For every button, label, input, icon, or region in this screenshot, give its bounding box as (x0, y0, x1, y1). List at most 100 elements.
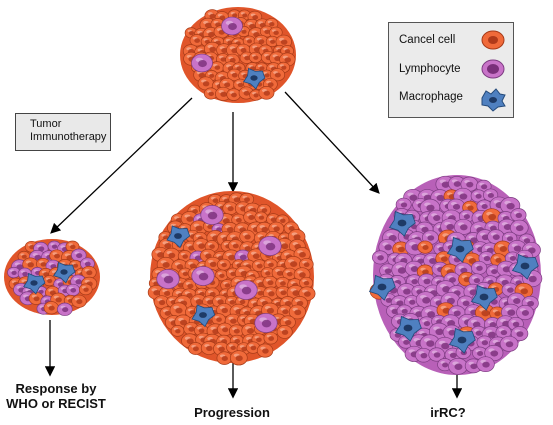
cell (256, 343, 274, 358)
macrophage-cell (191, 304, 216, 328)
macrophage-cell (388, 210, 416, 237)
tumor-response (4, 239, 100, 316)
cell (484, 344, 504, 362)
cell (241, 323, 259, 338)
cell (216, 258, 231, 271)
outcome-response: Response by WHO or RECIST (4, 381, 108, 411)
cell (404, 295, 420, 309)
cell (288, 304, 306, 320)
cell (275, 285, 291, 299)
cell (78, 283, 93, 296)
cell (49, 249, 65, 263)
lymphocyte-cell (254, 313, 278, 333)
macrophage-cell (53, 261, 76, 284)
cell (81, 265, 97, 279)
outcome-progression: Progression (194, 405, 270, 420)
cell (22, 257, 39, 272)
arrow-to-response (50, 97, 193, 234)
cell (471, 260, 488, 275)
cell (71, 294, 87, 308)
tumor-initial (180, 7, 296, 103)
cell (216, 351, 233, 365)
cell (499, 335, 519, 352)
cell (265, 35, 279, 48)
legend-label-lymphocyte: Lymphocyte (399, 63, 461, 75)
cell (448, 357, 468, 375)
cell (378, 238, 397, 255)
lymphocyte-cell (200, 205, 224, 225)
tumor-irrc (368, 175, 543, 375)
cell (476, 335, 493, 350)
cell (254, 211, 268, 224)
cell (470, 189, 486, 203)
cell (269, 68, 286, 82)
macrophage-cell (511, 253, 539, 280)
cell (258, 86, 275, 100)
arrows (44, 91, 463, 399)
cell (460, 176, 479, 192)
cell (200, 341, 218, 355)
cell (478, 251, 495, 266)
cell (510, 219, 529, 236)
lymphocyte-cell (156, 269, 180, 289)
cell (170, 325, 185, 337)
tumor-progression (147, 191, 316, 366)
cell (263, 331, 279, 345)
cell (269, 26, 283, 39)
cell (510, 326, 529, 342)
legend: Cancel cell Lymphocyte Macrophage (388, 22, 514, 118)
cell (284, 256, 303, 272)
cell (276, 325, 293, 339)
lymphocyte-cell (258, 236, 282, 256)
cell (516, 304, 534, 321)
macrophage-cell (394, 315, 422, 342)
legend-icons (481, 30, 506, 112)
outcome-response-line1: Response by (15, 381, 97, 396)
cell (372, 250, 389, 265)
cell (248, 51, 263, 64)
cell (417, 240, 433, 254)
treatment-line2: Immunotherapy (30, 131, 107, 143)
cell (448, 176, 466, 192)
macrophage-cell (448, 327, 476, 354)
cell (217, 322, 233, 337)
macrophage-cell (166, 225, 191, 249)
cell (482, 208, 502, 225)
outcome-irrc: irRC? (430, 405, 466, 420)
cell (71, 248, 87, 262)
cell (197, 76, 214, 91)
cell (510, 208, 527, 222)
macrophage-cell (368, 274, 396, 301)
cell (495, 325, 512, 340)
lymphocyte-icon (481, 59, 505, 79)
lymphocyte-cell (221, 16, 243, 36)
cell (242, 35, 256, 47)
legend-label-macrophage: Macrophage (399, 91, 463, 103)
cancer-cell-icon (481, 30, 505, 50)
legend-label-cancer: Cancel cell (399, 34, 456, 46)
cell (153, 295, 170, 309)
treatment-line1: Tumor (30, 118, 62, 130)
cell (245, 341, 261, 354)
cell (262, 275, 278, 289)
cell (239, 229, 256, 244)
cell (42, 275, 56, 287)
cell (228, 324, 245, 338)
cell (229, 350, 248, 366)
lymphocyte-cell (191, 266, 215, 286)
lymphocyte-cell (191, 53, 213, 73)
treatment-box: Tumor Immunotherapy (15, 113, 111, 151)
cell (226, 88, 241, 101)
macrophage-icon (481, 88, 506, 112)
cell (189, 34, 204, 47)
cell (43, 301, 59, 315)
lymphocyte-cell (234, 280, 258, 300)
macrophage-cell (23, 272, 46, 295)
cell (251, 259, 267, 273)
cell (227, 68, 242, 82)
macrophage-cell (470, 284, 498, 311)
cell (188, 342, 204, 355)
cell (476, 356, 495, 373)
cell (182, 279, 198, 293)
